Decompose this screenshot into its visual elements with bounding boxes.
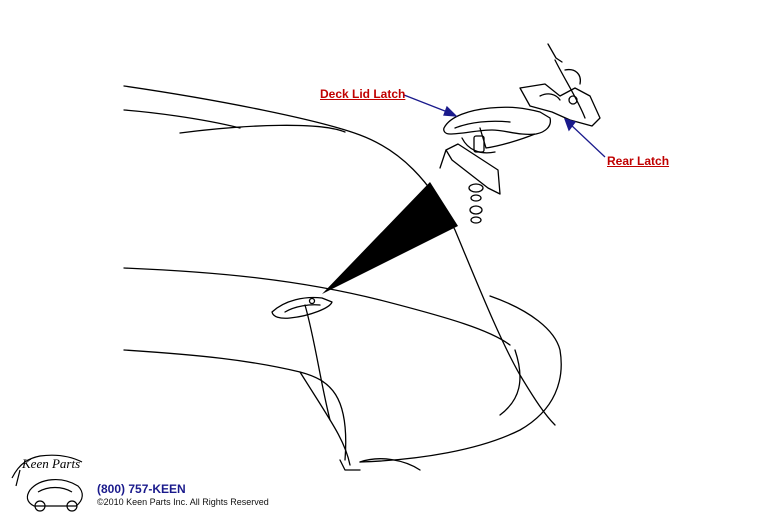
keen-parts-logo <box>11 454 83 512</box>
deck-panel-curve <box>299 371 351 466</box>
rear-latch-arrow <box>569 123 606 158</box>
deck-line-top <box>123 267 511 346</box>
rear-latch-part <box>519 83 601 127</box>
deck-lid-latch-part <box>443 106 552 136</box>
body-roof-inner-line <box>179 124 346 134</box>
rear-latch-link[interactable]: Rear Latch <box>607 154 670 168</box>
bumper-line <box>359 458 421 471</box>
copyright-text: ©2010 Keen Parts Inc. All Rights Reserve… <box>97 497 269 507</box>
fender-curve <box>359 295 562 463</box>
phone-number: (800) 757-KEEN <box>97 482 186 496</box>
body-roof-line <box>123 85 556 426</box>
logo-text: Keen Parts <box>21 456 80 471</box>
fender-inner-curve <box>499 349 521 416</box>
bumper-edge <box>339 459 361 471</box>
deck-lid-latch-arrow <box>403 94 451 114</box>
deck-latch-small <box>271 296 333 319</box>
deck-lid-latch-link[interactable]: Deck Lid Latch <box>320 87 406 101</box>
roof-crease <box>304 304 331 421</box>
zoom-wedge <box>322 182 458 294</box>
body-window-line <box>123 109 241 129</box>
deck-line-lower <box>123 349 347 461</box>
bracket <box>445 143 501 195</box>
